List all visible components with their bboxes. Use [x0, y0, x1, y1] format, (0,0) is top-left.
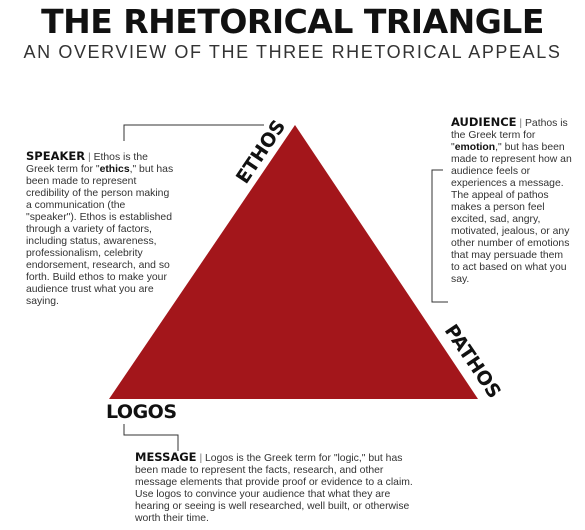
page-title: THE RHETORICAL TRIANGLE [41, 2, 544, 41]
audience-description: AUDIENCE | Pathos is the Greek term for … [451, 116, 573, 286]
ethos-connector-line [123, 124, 264, 141]
page-subtitle: AN OVERVIEW OF THE THREE RHETORICAL APPE… [23, 42, 562, 62]
logos-label: LOGOS [106, 401, 177, 423]
speaker-lead: Ethos is the Greek term for " [26, 152, 148, 175]
audience-body: ," but has been made to represent how an… [451, 142, 572, 285]
speaker-keyword: ethics [99, 164, 130, 175]
rhetorical-triangle [109, 125, 478, 399]
audience-heading: AUDIENCE [451, 115, 517, 129]
message-heading: MESSAGE [135, 450, 197, 464]
message-description: MESSAGE | Logos is the Greek term for "l… [135, 451, 417, 525]
audience-separator: | [519, 118, 523, 129]
audience-lead: Pathos is the Greek term for " [451, 118, 568, 153]
pathos-connector-line [431, 169, 448, 303]
logos-connector-line [123, 424, 179, 451]
audience-keyword: emotion [454, 142, 496, 153]
message-body: Logos is the Greek term for "logic," but… [135, 453, 413, 524]
speaker-description: SPEAKER | Ethos is the Greek term for "e… [26, 150, 176, 308]
message-separator: | [199, 453, 203, 464]
speaker-heading: SPEAKER [26, 149, 86, 163]
speaker-separator: | [87, 152, 91, 163]
speaker-body: ," but has been made to represent credib… [26, 164, 174, 307]
